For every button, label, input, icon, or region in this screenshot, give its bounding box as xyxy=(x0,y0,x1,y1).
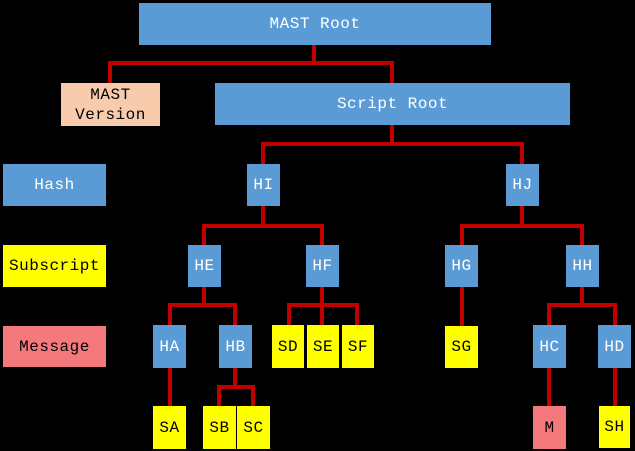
edge-to-hd xyxy=(613,303,617,325)
node-hb: HB xyxy=(219,325,252,368)
edge-to-sb xyxy=(217,385,221,406)
node-ha: HA xyxy=(153,325,186,368)
node-hi: HI xyxy=(247,164,280,206)
node-hc: HC xyxy=(533,325,566,368)
edge-hb-stem xyxy=(233,368,237,389)
edge-to-hh xyxy=(580,224,584,245)
edge-to-ha xyxy=(168,303,172,325)
edge-mast-root-stem xyxy=(312,45,316,65)
node-sa: SA xyxy=(153,406,186,449)
edge-he-stem xyxy=(202,287,206,307)
edge-to-sg xyxy=(460,287,464,326)
edge-hi-stem xyxy=(261,206,265,228)
node-se: SE xyxy=(307,325,339,368)
node-sd: SD xyxy=(272,325,304,368)
edge-to-mast-version xyxy=(108,61,112,83)
edge-to-hg xyxy=(460,224,464,245)
edge-to-hf xyxy=(320,224,324,245)
node-sf: SF xyxy=(342,325,374,368)
edge-hj-stem xyxy=(520,206,524,228)
legend-message: Message xyxy=(3,326,106,367)
edge-script-root-stem xyxy=(390,125,394,146)
edge-to-sa xyxy=(168,368,172,406)
edge-he-bus xyxy=(168,303,237,307)
edge-script-root-bus xyxy=(261,142,524,146)
node-hj: HJ xyxy=(506,164,539,206)
edge-to-sf xyxy=(355,303,359,325)
edge-to-m xyxy=(547,368,551,406)
node-sg: SG xyxy=(445,326,478,368)
node-hf: HF xyxy=(306,245,339,287)
edge-hi-bus xyxy=(202,224,324,228)
edge-to-hj xyxy=(520,142,524,164)
node-mast-version: MAST Version xyxy=(61,83,160,126)
node-sb: SB xyxy=(203,406,236,449)
node-m: M xyxy=(533,406,566,449)
node-mast-root: MAST Root xyxy=(139,3,491,45)
node-he: HE xyxy=(188,245,221,287)
edge-to-sh xyxy=(613,368,617,406)
node-sc: SC xyxy=(237,406,270,449)
node-hg: HG xyxy=(445,245,478,287)
edge-to-sd xyxy=(287,303,291,325)
edge-to-sc xyxy=(251,385,255,406)
node-hd: HD xyxy=(598,325,631,368)
edge-to-hb xyxy=(233,303,237,325)
edge-mast-root-bus xyxy=(108,61,394,65)
legend-hash: Hash xyxy=(3,164,106,206)
edge-to-script-root xyxy=(390,61,394,83)
edge-hj-bus xyxy=(460,224,584,228)
legend-subscript: Subscript xyxy=(3,245,106,287)
edge-hb-bus xyxy=(217,385,255,389)
node-sh: SH xyxy=(599,406,630,448)
edge-to-hc xyxy=(547,303,551,325)
node-hh: HH xyxy=(566,245,599,287)
edge-hf-bus xyxy=(287,303,359,307)
edge-hh-stem xyxy=(580,287,584,307)
node-script-root: Script Root xyxy=(215,83,570,125)
edge-to-hi xyxy=(261,142,265,164)
edge-to-he xyxy=(202,224,206,245)
edge-hh-bus xyxy=(547,303,617,307)
